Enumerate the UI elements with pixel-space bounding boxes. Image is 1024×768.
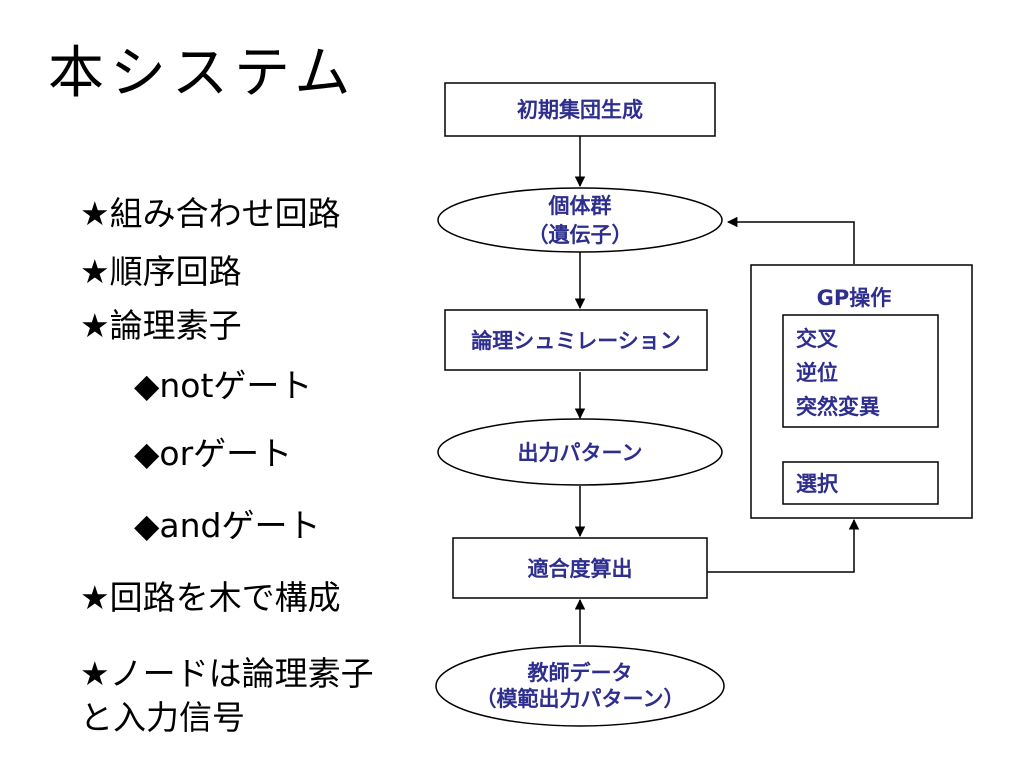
bullet-not-gate: ◆notゲート bbox=[134, 366, 313, 405]
fitness-calc-label: 適合度算出 bbox=[528, 557, 633, 581]
selection-box bbox=[782, 461, 939, 505]
output-pattern-node bbox=[437, 418, 723, 486]
fitness-calc-box bbox=[452, 537, 708, 599]
init-population-label: 初期集団生成 bbox=[517, 98, 643, 122]
teacher-data-sublabel: （模範出力パターン） bbox=[476, 687, 685, 711]
teacher-data-node bbox=[435, 645, 725, 727]
bullet-sequential-circuit: ★順序回路 bbox=[80, 252, 242, 291]
bullet-or-gate: ◆orゲート bbox=[134, 434, 293, 473]
bullet-and-gate: ◆andゲート bbox=[134, 506, 321, 545]
logic-simulation-box bbox=[444, 309, 708, 371]
teacher-data-label: 教師データ bbox=[528, 661, 633, 685]
bullet-combinational-circuit: ★組み合わせ回路 bbox=[80, 194, 341, 233]
logic-simulation-label: 論理シュミレーション bbox=[471, 329, 681, 353]
arrow-gp-to-individuals bbox=[726, 216, 855, 264]
output-pattern-label: 出力パターン bbox=[518, 441, 643, 465]
gp-operations-title: GP操作 bbox=[817, 286, 892, 310]
bullet-node-line1: ★ノードは論理素子 bbox=[80, 654, 374, 693]
individuals-sublabel: （遺伝子） bbox=[528, 223, 633, 247]
selection-label: 選択 bbox=[796, 472, 839, 496]
gp-operators-box bbox=[782, 314, 939, 428]
slide-title: 本システム bbox=[48, 41, 357, 106]
bullet-node-line2: と入力信号 bbox=[80, 698, 245, 737]
individuals-label: 個体群 bbox=[548, 194, 612, 218]
operator-crossover: 交叉 bbox=[796, 327, 839, 351]
operator-inversion: 逆位 bbox=[796, 361, 838, 385]
arrow-fitness-to-gp bbox=[707, 518, 860, 573]
init-population-box bbox=[444, 82, 716, 137]
operator-mutation: 突然変異 bbox=[796, 395, 880, 419]
bullet-tree-circuit: ★回路を木で構成 bbox=[80, 578, 341, 617]
individuals-node bbox=[437, 187, 723, 253]
bullet-logic-elements: ★論理素子 bbox=[80, 306, 242, 345]
